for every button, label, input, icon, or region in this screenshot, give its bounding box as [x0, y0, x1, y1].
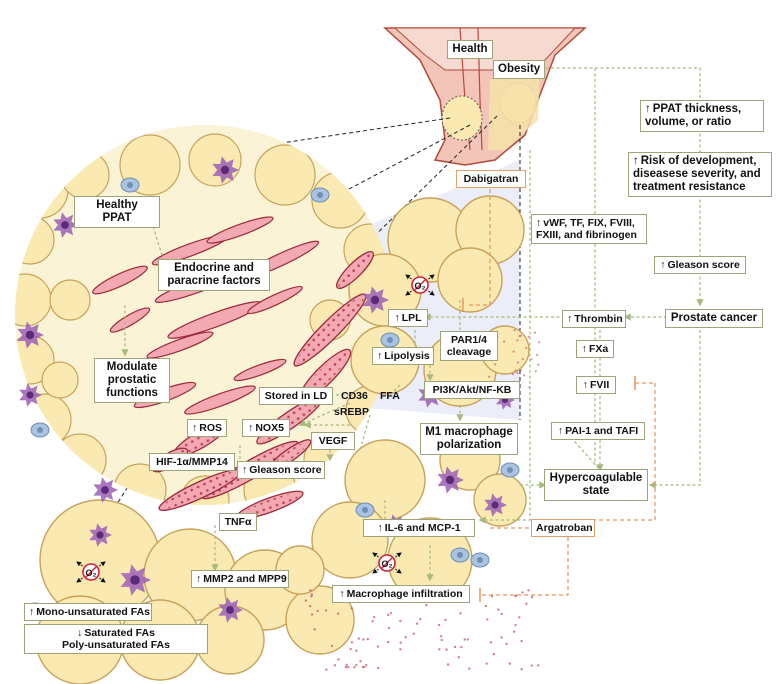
o2-label: O₂: [78, 566, 104, 580]
label-mmp: ↑MMP2 and MPP9: [191, 570, 289, 588]
label-ppat-thickness: ↑PPAT thickness, volume, or ratio: [640, 100, 764, 132]
up-arrow-icon: ↑: [248, 422, 253, 434]
up-arrow-icon: ↑: [567, 313, 572, 325]
label-pai: ↑PAI-1 and TAFI: [551, 422, 645, 440]
label-stored-ld: Stored in LD: [259, 387, 333, 405]
label-srebp: sREBP: [329, 403, 371, 421]
up-arrow-icon: ↑: [558, 425, 563, 437]
up-arrow-icon: ↑: [29, 606, 34, 618]
o2-label: O₂: [374, 557, 400, 571]
down-arrow-icon: ↓: [77, 627, 82, 639]
label-nox5: ↑NOX5: [242, 419, 290, 437]
up-arrow-icon: ↑: [536, 217, 541, 229]
up-arrow-icon: ↑: [377, 350, 382, 362]
label-pi3k: PI3K/Akt/NF-KB: [424, 381, 520, 399]
up-arrow-icon: ↑: [339, 588, 344, 600]
adipocyte: [61, 151, 109, 199]
label-risk: ↑Risk of development, diseasese severity…: [628, 152, 772, 197]
label-prostate-cancer: Prostate cancer: [665, 309, 763, 328]
adipocyte: [438, 248, 502, 312]
label-fxa: ↑FXa: [576, 340, 614, 358]
label-ros: ↑ROS: [187, 419, 227, 437]
up-arrow-icon: ↑: [394, 312, 399, 324]
label-healthy-ppat: Healthy PPAT: [74, 196, 160, 228]
up-arrow-icon: ↑: [583, 379, 588, 391]
label-argatroban: Argatroban: [531, 519, 595, 537]
adipocyte: [12, 162, 68, 218]
label-hif: HIF-1α/MMP14: [149, 453, 235, 471]
adipocyte: [54, 434, 106, 486]
up-arrow-icon: ↑: [196, 573, 201, 585]
adipocyte: [6, 216, 54, 264]
adipocyte: [50, 280, 90, 320]
o2-label: O₂: [407, 279, 433, 293]
label-modulate: Modulate prostatic functions: [94, 358, 170, 403]
label-fvii: ↑FVII: [576, 376, 616, 394]
label-health: Health: [447, 40, 493, 59]
label-lpl: ↑LPL: [388, 309, 428, 327]
label-tnfa: TNFα: [219, 513, 257, 531]
label-m1-polarization: M1 macrophage polarization: [420, 423, 518, 455]
label-obesity: Obesity: [493, 60, 545, 79]
label-thrombin: ↑Thrombin: [562, 310, 626, 328]
label-saturated-fas: ↓Saturated FAs Poly-unsaturated FAs: [24, 624, 208, 654]
up-arrow-icon: ↑: [192, 422, 197, 434]
adipocyte: [42, 362, 78, 398]
label-vegf: VEGF: [311, 432, 355, 450]
label-mono-fas: ↑Mono-unsaturated FAs: [24, 603, 152, 621]
label-hypercoagulable: Hypercoagulable state: [544, 469, 648, 501]
label-dabigatran: Dabigatran: [456, 170, 526, 188]
label-lipolysis: ↑Lipolysis: [372, 347, 434, 365]
label-macrophage-infiltration: ↑Macrophage infiltration: [332, 585, 470, 603]
adipocyte: [255, 145, 315, 205]
up-arrow-icon: ↑: [377, 522, 382, 534]
label-endocrine: Endocrine and paracrine factors: [158, 259, 270, 291]
up-arrow-icon: ↑: [582, 343, 587, 355]
up-arrow-icon: ↑: [242, 464, 247, 476]
label-ffa: FFA: [375, 387, 403, 405]
label-gleason-right: ↑Gleason score: [654, 256, 746, 274]
label-il6: ↑IL-6 and MCP-1: [363, 519, 475, 537]
up-arrow-icon: ↑: [633, 155, 639, 167]
up-arrow-icon: ↑: [660, 259, 665, 271]
label-vwf: ↑vWF, TF, FIX, FVIII, FXIII, and fibrino…: [531, 214, 647, 244]
label-gleason-left: ↑Gleason score: [237, 461, 325, 479]
adipocyte: [0, 274, 51, 326]
label-par-cleavage: PAR1/4 cleavage: [440, 331, 498, 361]
up-arrow-icon: ↑: [645, 103, 651, 115]
